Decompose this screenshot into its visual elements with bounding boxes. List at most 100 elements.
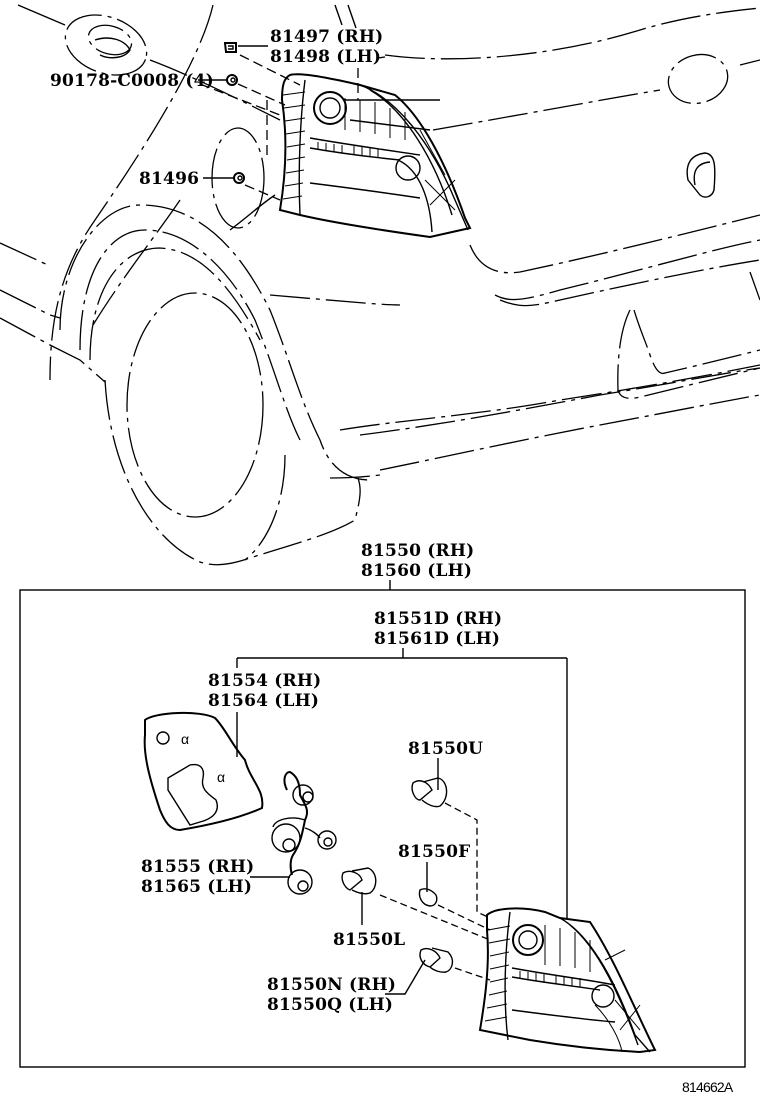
label-81497: 81497 (RH) — [270, 27, 383, 47]
dash-81498 — [357, 56, 386, 100]
license-plate-recess — [617, 309, 760, 399]
bulb-wedge — [418, 888, 438, 907]
lamp-edge-strip2 — [369, 89, 453, 216]
tail-lamp-exploded — [478, 907, 657, 1054]
label-81496: 81496 — [139, 169, 199, 189]
bulb-81550n — [419, 947, 454, 973]
hatch-mid-line2 — [739, 59, 760, 66]
lamp-grid-arc — [345, 99, 440, 233]
tire-edge — [244, 454, 286, 561]
nut-icon-inner — [230, 77, 236, 83]
lamp-outer-housing — [278, 73, 472, 239]
label-81564: 81564 (LH) — [208, 691, 319, 711]
body-line-diag2 — [89, 199, 181, 331]
lamp-reverse-reflector-inner — [319, 97, 341, 119]
bumper-lower-line2 — [359, 367, 760, 436]
fastener-clip-81497 — [223, 42, 237, 53]
harness-connector — [272, 817, 321, 839]
rear-emblem-outline — [667, 53, 729, 105]
lamp-stripe-top — [511, 967, 616, 986]
lamp-tail-reflector — [395, 155, 421, 181]
lamp-side-hatch — [504, 911, 511, 1041]
gasket-mark-2: α — [217, 769, 225, 785]
rear-window-handle-inner — [87, 24, 133, 56]
label-81560: 81560 (LH) — [361, 561, 472, 581]
fastener-nut-90178 — [226, 74, 238, 86]
rear-window-handle-outline — [64, 14, 148, 76]
lamp-tail-reflector — [591, 984, 615, 1008]
wheel-arch-outer — [59, 204, 371, 481]
license-plate-inner — [633, 309, 760, 375]
lamp-stripe-bottom — [511, 976, 601, 991]
figure-code: 814662A — [682, 1079, 734, 1095]
label-81565: 81565 (LH) — [141, 877, 252, 897]
wheel-outline — [126, 292, 264, 518]
dash-81550n — [454, 967, 491, 981]
lamp-lens-divider — [309, 182, 421, 199]
label-81498: 81498 (LH) — [270, 47, 381, 67]
label-90178-c0008: 90178-C0008 (4) — [50, 71, 214, 91]
bulb-base — [341, 870, 363, 891]
lamp-reverse-reflector — [512, 924, 544, 956]
dash-90178 — [199, 83, 286, 116]
body-line-diag — [149, 59, 281, 121]
dash-81496 — [244, 184, 281, 201]
bulb-glass — [421, 777, 448, 808]
gasket-hole — [156, 731, 170, 745]
lamp-stripe-segments — [519, 971, 581, 987]
body-side-line2 — [269, 294, 401, 306]
dash-81550u — [444, 802, 491, 919]
socket-4-inner — [297, 880, 309, 892]
bumper-lower-line — [339, 364, 760, 431]
socket-3-inner — [323, 837, 333, 847]
socket-2-inner — [282, 838, 296, 852]
wheel-arch-inner — [79, 229, 301, 441]
fender-bottom — [329, 474, 381, 479]
lamp-stripe-top — [309, 137, 421, 156]
label-81561d: 81561D (LH) — [374, 629, 500, 649]
lamp-stripe-segments — [317, 142, 379, 158]
tail-lamp-installed — [278, 73, 472, 239]
dash-81550l — [379, 894, 491, 941]
clip-icon-detail — [228, 45, 234, 50]
gasket-cutout — [167, 763, 218, 826]
lamp-grid-lines — [344, 98, 456, 211]
bumper-line-a — [499, 259, 760, 307]
label-81554: 81554 (RH) — [208, 671, 321, 691]
fastener-nut-81496 — [233, 172, 245, 184]
lamp-outer-housing — [478, 907, 657, 1054]
socket-4 — [287, 869, 313, 895]
lamp-edge-strip2 — [569, 924, 639, 1046]
hatch-top-line — [384, 7, 760, 60]
label-81550q: 81550Q (LH) — [267, 995, 393, 1015]
hatch-opener-outline — [686, 152, 716, 198]
gasket-part: α α — [143, 711, 264, 832]
body-line-c-pillar — [334, 4, 357, 29]
bumper-bottom-line — [379, 394, 760, 471]
gasket-mark-1: α — [181, 731, 189, 747]
bulb-81550u — [411, 777, 448, 808]
harness-wire — [283, 770, 309, 876]
dash-81497 — [239, 54, 301, 86]
label-81550: 81550 (RH) — [361, 541, 474, 561]
bulb-glass — [429, 947, 454, 973]
body-side-line — [229, 194, 276, 231]
socket-3 — [317, 830, 337, 850]
body-sill-left — [0, 242, 106, 383]
lamp-reverse-reflector-inner — [518, 930, 538, 950]
bulb-81550f — [418, 888, 438, 907]
label-81555: 81555 (RH) — [141, 857, 254, 877]
assembly-boundary-box — [19, 589, 746, 1068]
label-81551d: 81551D (RH) — [374, 609, 502, 629]
clip-icon — [223, 42, 237, 53]
lamp-side-ribs — [484, 925, 511, 1022]
leader-lens-housing — [236, 648, 568, 918]
handle-detail — [94, 37, 131, 59]
label-81550l: 81550L — [333, 930, 405, 950]
bulb-81550l — [341, 867, 377, 895]
leader-81550n — [385, 959, 426, 995]
lamp-side-hatch — [298, 79, 306, 216]
hatch-mid-line — [432, 89, 661, 131]
body-line-top-left — [17, 4, 66, 26]
